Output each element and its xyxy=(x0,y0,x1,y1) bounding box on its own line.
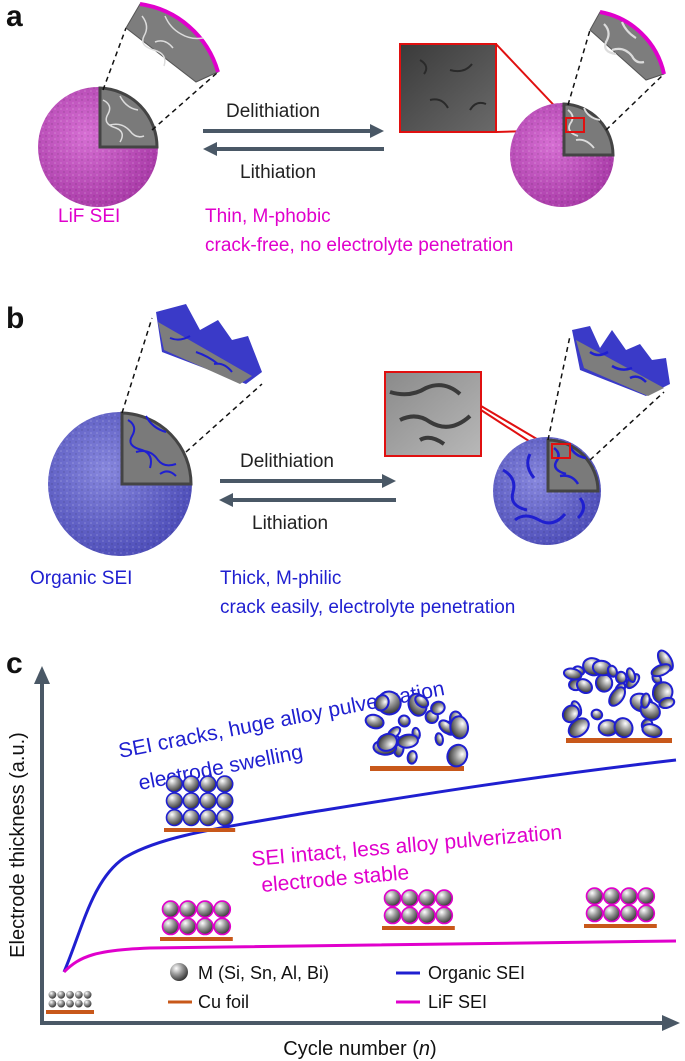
organic-sei-curve xyxy=(62,758,677,973)
x-axis-label: Cycle number (n) xyxy=(283,1038,436,1060)
arrow-delithiation-a xyxy=(203,124,384,138)
legend-cu-label: Cu foil xyxy=(198,992,249,1012)
arrow-lithiation-a xyxy=(203,142,384,156)
pulverized-fragment xyxy=(625,667,637,684)
pulverized-fragment xyxy=(641,723,663,739)
arrow-label-lithiation-a: Lithiation xyxy=(240,162,316,183)
pulverized-fragment xyxy=(373,694,390,712)
arrow-lithiation-b xyxy=(219,493,396,507)
pulverized-fragment xyxy=(376,732,398,752)
legend-m-icon xyxy=(170,963,188,981)
pulverized-cluster-mid xyxy=(364,690,470,771)
panel-letter-c: c xyxy=(6,647,23,680)
legend-organic-label: Organic SEI xyxy=(428,963,525,983)
pulverized-fragment xyxy=(650,663,672,678)
ball-stack xyxy=(382,889,455,930)
ball-stacks xyxy=(46,775,657,1014)
pulverized-fragment xyxy=(608,686,627,707)
pulverized-fragment xyxy=(606,664,618,678)
panel-c: c Electrode thickness (a.u.) Cycle numbe… xyxy=(6,647,680,1060)
pulverized-fragment xyxy=(430,700,446,716)
panel-a: a Delithiation Lithiation xyxy=(6,0,666,256)
ball-stack xyxy=(164,775,236,832)
pulverized-fragment xyxy=(590,708,604,721)
pulverized-fragment xyxy=(364,713,385,730)
pulverized-fragment xyxy=(396,733,419,749)
desc-a-line1: Thin, M-phobic xyxy=(205,206,331,227)
sem-inset-b xyxy=(384,371,553,457)
arrow-delithiation-b xyxy=(220,474,396,488)
lif-particle-right xyxy=(510,10,666,207)
pulverized-fragment xyxy=(449,715,470,740)
panel-letter-b: b xyxy=(6,302,24,335)
desc-b-line1: Thick, M-philic xyxy=(220,568,341,589)
legend-m-label: M (Si, Sn, Al, Bi) xyxy=(198,963,329,983)
panel-letter-a: a xyxy=(6,0,23,33)
pulverized-fragment xyxy=(446,743,469,768)
pulverized-fragment xyxy=(613,717,634,739)
organic-particle-left xyxy=(48,304,263,556)
organic-particle-right xyxy=(493,326,670,545)
pulverized-fragment xyxy=(614,670,628,685)
sei-label-organic: Organic SEI xyxy=(30,568,132,589)
arrow-label-lithiation-b: Lithiation xyxy=(252,513,328,534)
pulverized-fragment xyxy=(640,692,651,709)
panel-b: b Delithiation Lithiation xyxy=(6,302,670,618)
pulverized-cluster-right xyxy=(561,649,676,743)
ball-stack xyxy=(46,990,94,1014)
pulverized-fragment xyxy=(658,696,676,710)
lif-particle-left xyxy=(38,2,220,207)
pulverized-fragment xyxy=(434,732,444,747)
sei-label-lif: LiF SEI xyxy=(58,206,120,227)
lif-sei-curve xyxy=(62,939,677,974)
desc-b-line2: crack easily, electrolyte penetration xyxy=(220,597,515,618)
pulverized-fragment xyxy=(414,694,430,709)
pulverized-fragment xyxy=(406,750,418,765)
pulverized-fragment xyxy=(575,678,593,695)
pulverized-fragment xyxy=(562,667,583,681)
arrow-label-delithiation-b: Delithiation xyxy=(240,451,334,472)
ball-stack xyxy=(160,900,233,941)
axes xyxy=(34,666,680,1031)
ball-stack xyxy=(584,887,657,928)
arrow-label-delithiation-a: Delithiation xyxy=(226,101,320,122)
y-axis-label: Electrode thickness (a.u.) xyxy=(7,732,29,958)
legend: M (Si, Sn, Al, Bi) Cu foil Organic SEI L… xyxy=(168,963,525,1012)
pulverized-fragment xyxy=(397,714,411,728)
pulverized-fragment xyxy=(561,704,580,724)
legend-lif-label: LiF SEI xyxy=(428,992,487,1012)
desc-a-line2: crack-free, no electrolyte penetration xyxy=(205,235,513,256)
